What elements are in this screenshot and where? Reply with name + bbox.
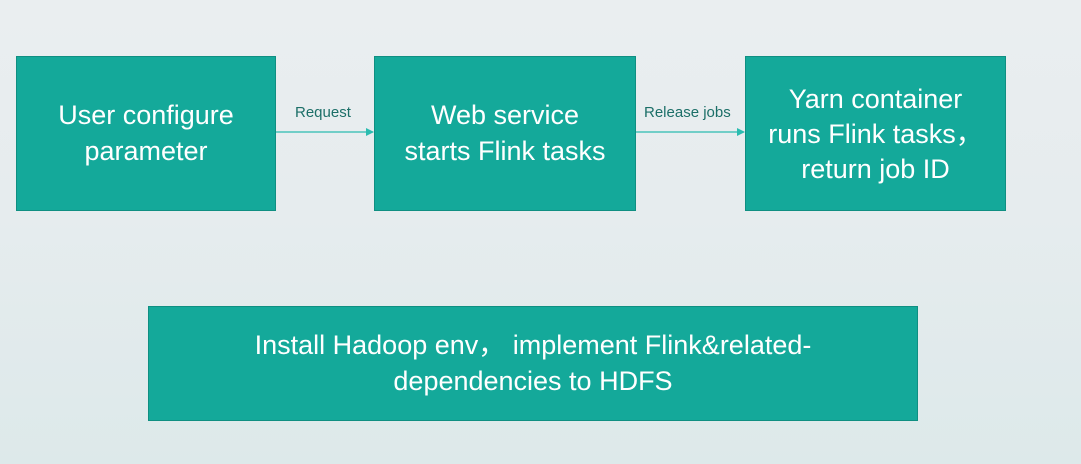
user-configure-label: User configure parameter [58, 100, 234, 166]
request-arrow-label: Request [295, 104, 351, 121]
web-service-label: Web service starts Flink tasks [404, 100, 606, 166]
user-configure-box: User configure parameter [16, 56, 276, 211]
web-service-box: Web service starts Flink tasks [374, 56, 636, 211]
hadoop-install-label: Install Hadoop env， implement Flink&rela… [254, 330, 812, 396]
hadoop-install-box: Install Hadoop env， implement Flink&rela… [148, 306, 918, 421]
release-jobs-arrow-label: Release jobs [644, 104, 731, 121]
yarn-container-box: Yarn container runs Flink tasks， return … [745, 56, 1006, 211]
yarn-container-label: Yarn container runs Flink tasks， return … [768, 84, 983, 185]
